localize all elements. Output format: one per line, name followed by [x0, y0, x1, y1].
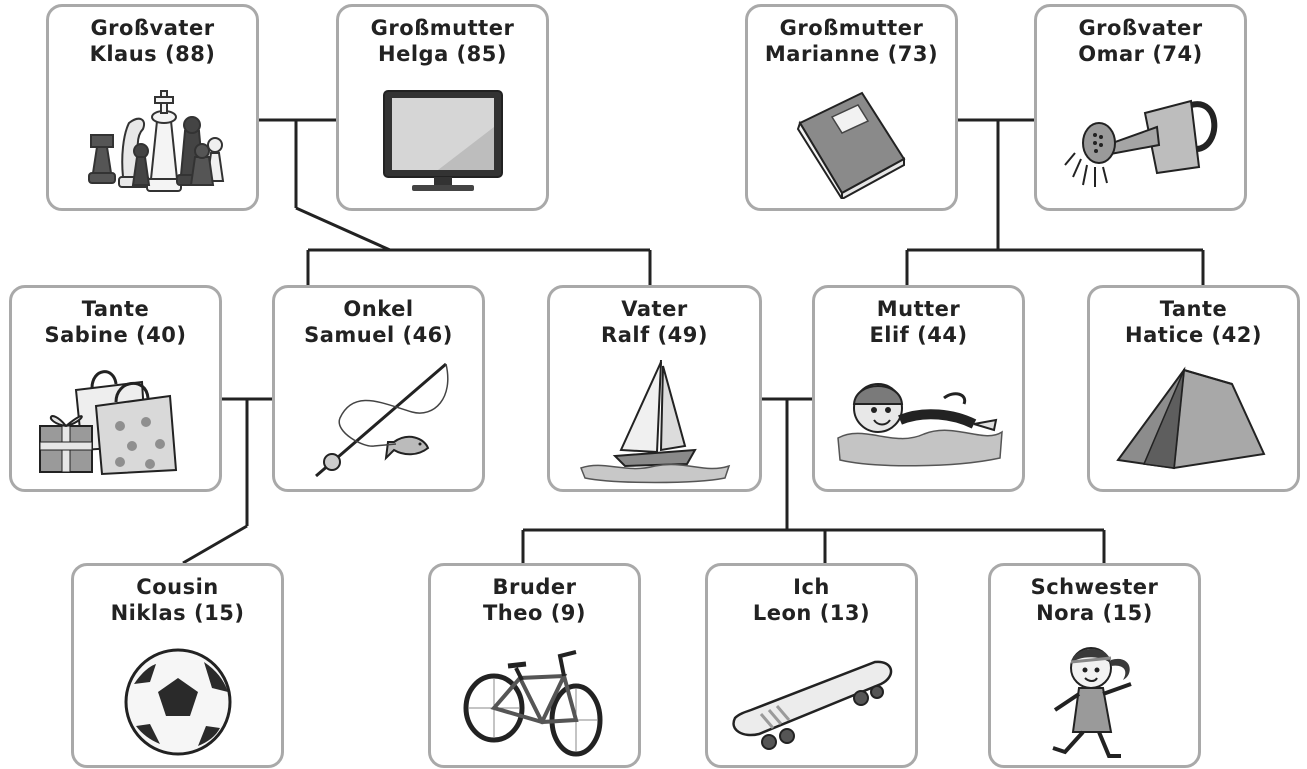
name-label: Omar (74)	[1078, 42, 1203, 66]
card-cousin-niklas: Cousin Niklas (15)	[71, 563, 284, 768]
role-label: Ich	[793, 575, 830, 599]
role-label: Bruder	[492, 575, 577, 599]
gift-bags-icon	[38, 370, 177, 476]
fishing-rod-icon	[314, 362, 448, 478]
name-label: Samuel (46)	[304, 323, 453, 347]
card-ich-leon: Ich Leon (13)	[705, 563, 918, 768]
card-grossvater-klaus: Großvater Klaus (88)	[46, 4, 259, 211]
name-label: Hatice (42)	[1125, 323, 1262, 347]
chess-pieces-icon	[87, 90, 224, 192]
name-label: Marianne (73)	[764, 42, 939, 66]
name-label: Leon (13)	[752, 601, 871, 625]
descent-line	[295, 206, 391, 252]
card-grossmutter-helga: Großmutter Helga (85)	[336, 4, 549, 211]
name-label: Nora (15)	[1036, 601, 1153, 625]
descent-line	[182, 524, 248, 565]
skateboard-icon	[731, 660, 892, 750]
name-label: Ralf (49)	[601, 323, 708, 347]
book-icon	[796, 91, 905, 199]
card-mutter-elif: Mutter Elif (44)	[812, 285, 1025, 492]
role-label: Großvater	[90, 16, 215, 40]
card-vater-ralf: Vater Ralf (49)	[547, 285, 762, 492]
role-label: Cousin	[136, 575, 219, 599]
role-label: Großmutter	[370, 16, 515, 40]
name-label: Theo (9)	[482, 601, 587, 625]
watering-can-icon	[1063, 99, 1217, 187]
role-label: Tante	[1159, 297, 1228, 321]
card-bruder-theo: Bruder Theo (9)	[428, 563, 641, 768]
card-tante-hatice: Tante Hatice (42)	[1087, 285, 1300, 492]
card-schwester-nora: Schwester Nora (15)	[988, 563, 1201, 768]
bicycle-icon	[463, 650, 602, 757]
role-label: Schwester	[1030, 575, 1159, 599]
soccer-ball-icon	[124, 648, 231, 756]
card-grossmutter-marianne: Großmutter Marianne (73)	[745, 4, 958, 211]
swimmer-icon	[836, 383, 1003, 467]
role-label: Großvater	[1078, 16, 1203, 40]
tent-icon	[1115, 366, 1265, 470]
role-label: Großmutter	[779, 16, 924, 40]
role-label: Onkel	[343, 297, 414, 321]
name-label: Klaus (88)	[89, 42, 216, 66]
role-label: Vater	[621, 297, 688, 321]
card-onkel-samuel: Onkel Samuel (46)	[272, 285, 485, 492]
role-label: Mutter	[876, 297, 961, 321]
name-label: Niklas (15)	[110, 601, 245, 625]
card-grossvater-omar: Großvater Omar (74)	[1034, 4, 1247, 211]
sailboat-icon	[579, 359, 730, 484]
name-label: Elif (44)	[869, 323, 968, 347]
card-tante-sabine: Tante Sabine (40)	[9, 285, 222, 492]
girl-running-icon	[1051, 647, 1132, 758]
role-label: Tante	[81, 297, 150, 321]
name-label: Helga (85)	[378, 42, 507, 66]
name-label: Sabine (40)	[44, 323, 187, 347]
television-icon	[382, 90, 503, 191]
